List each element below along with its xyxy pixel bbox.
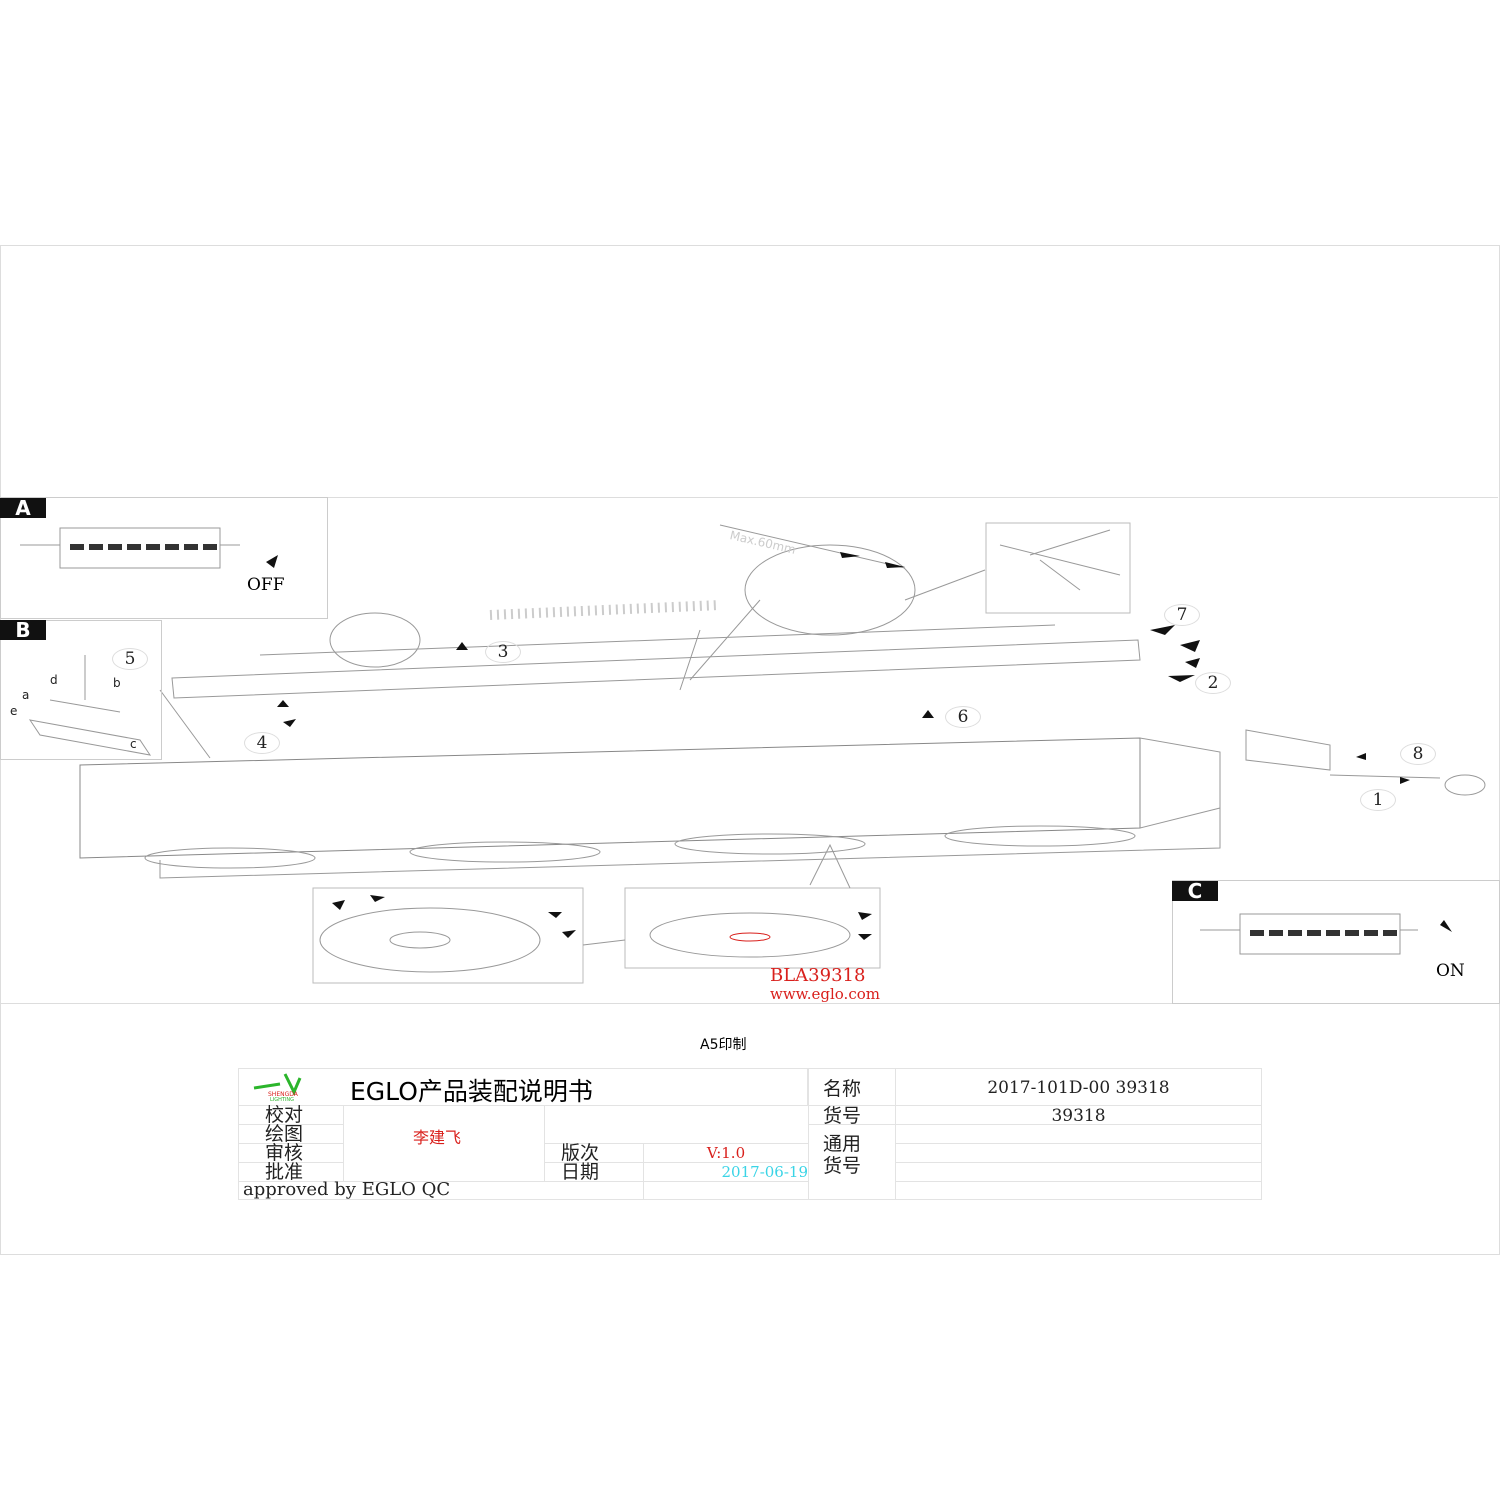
date-label: 日期: [544, 1162, 644, 1182]
version-value: V:1.0: [643, 1143, 809, 1163]
panel-a-tag: A: [0, 498, 46, 518]
svg-text:LIGHTING: LIGHTING: [270, 1097, 294, 1102]
step-3: 3: [485, 641, 521, 663]
step-4: 4: [244, 732, 280, 754]
drawing-area: [0, 497, 1498, 1004]
label-b: b: [113, 676, 121, 690]
label-c: c: [130, 737, 137, 751]
label-e: e: [10, 704, 18, 718]
review-label: 审核: [238, 1143, 344, 1163]
draw-label: 绘图: [238, 1124, 344, 1144]
panel-c-tag: C: [1172, 881, 1218, 901]
panel-a: [0, 497, 328, 619]
approved-by: approved by EGLO QC: [238, 1181, 644, 1200]
off-label: OFF: [247, 575, 285, 595]
step-1: 1: [1360, 789, 1396, 811]
step-8: 8: [1400, 743, 1436, 765]
name-label: 名称: [808, 1068, 896, 1106]
print-note: A5印制: [700, 1037, 747, 1053]
check-label: 校对: [238, 1105, 344, 1125]
item-value: 39318: [895, 1105, 1262, 1126]
step-2: 2: [1195, 672, 1231, 694]
step-5: 5: [112, 648, 148, 670]
panel-b-tag: B: [0, 620, 46, 640]
step-6: 6: [945, 706, 981, 728]
item-label: 货号: [808, 1105, 896, 1126]
website-link: www.eglo.com: [770, 985, 880, 1003]
panel-c: [1172, 880, 1500, 1004]
step-7: 7: [1164, 604, 1200, 626]
on-label: ON: [1436, 961, 1465, 981]
panel-b: [0, 620, 162, 760]
name-value: 2017-101D-00 39318: [895, 1068, 1262, 1106]
label-a: a: [22, 688, 30, 702]
document-title: EGLO产品装配说明书: [350, 1077, 593, 1106]
version-label: 版次: [544, 1143, 644, 1163]
general-item-label: 通用 货号: [808, 1124, 896, 1200]
date-value: 2017-06-19: [643, 1162, 809, 1182]
svg-text:SHENGDA: SHENGDA: [268, 1091, 299, 1098]
model-code: BLA39318: [770, 965, 866, 986]
drawer-name: 李建飞: [413, 1128, 462, 1147]
label-d: d: [50, 673, 58, 687]
